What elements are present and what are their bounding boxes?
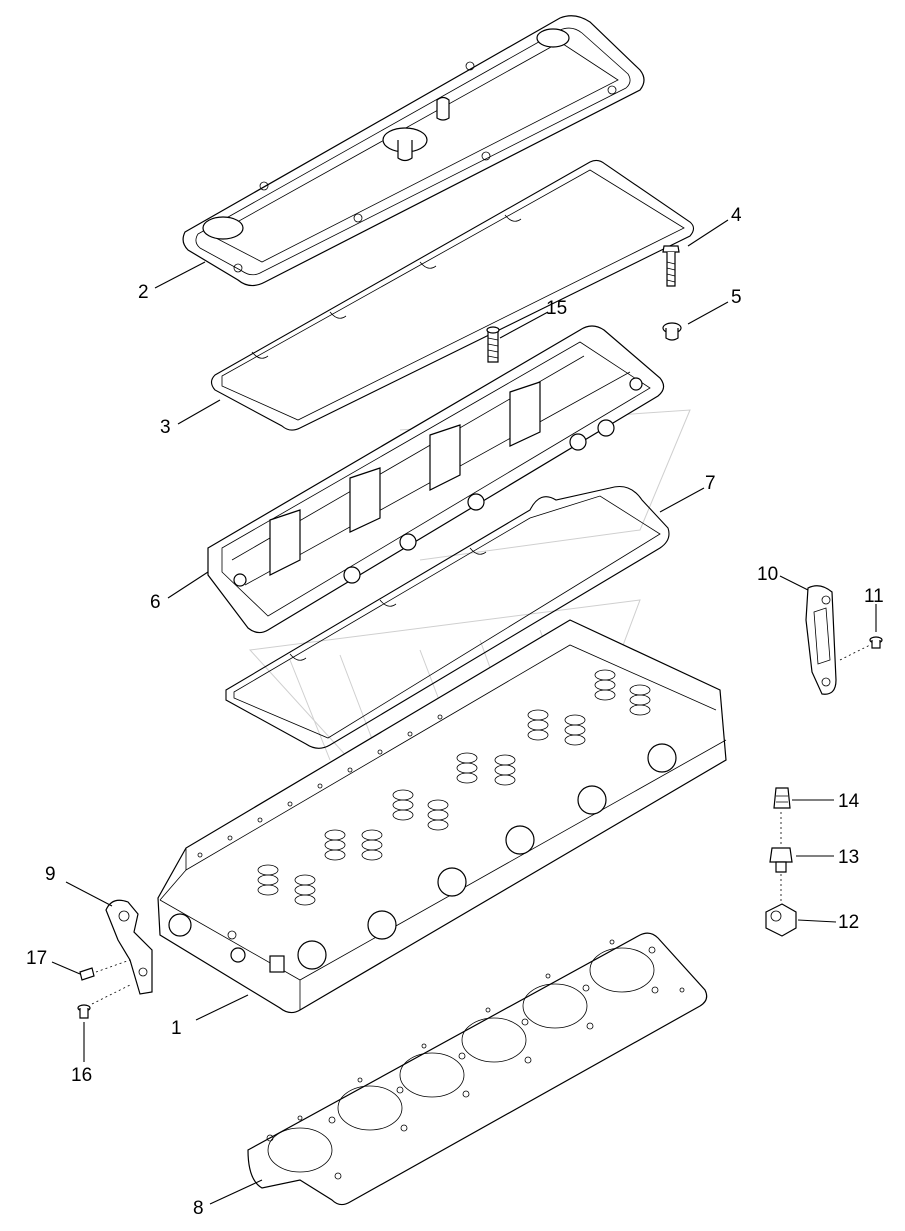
callout-6: 6	[150, 592, 161, 613]
callout-17: 17	[26, 948, 47, 969]
part-13-fitting	[769, 812, 793, 904]
callout-16: 16	[71, 1065, 92, 1086]
callout-2: 2	[138, 282, 149, 303]
callout-7: 7	[705, 473, 716, 494]
part-3-cover-gasket	[210, 159, 695, 431]
part-8-head-gasket	[247, 932, 708, 1206]
part-5-screw	[662, 322, 682, 341]
part-6-rocker-housing	[207, 325, 665, 634]
callout-12: 12	[838, 912, 859, 933]
callout-4: 4	[731, 205, 742, 226]
callout-9: 9	[45, 864, 56, 885]
part-14-fitting	[773, 787, 791, 809]
part-17-screw	[79, 959, 131, 981]
valve-springs	[257, 669, 651, 906]
part-12-nut	[765, 903, 797, 937]
part-15-stud	[486, 326, 500, 363]
part-7-housing-gasket	[225, 485, 670, 749]
callout-leaders	[51, 219, 877, 1205]
callout-15: 15	[546, 298, 567, 319]
callout-10: 10	[757, 564, 778, 585]
head-bolt-holes	[197, 714, 443, 858]
callout-1: 1	[171, 1018, 182, 1039]
callout-13: 13	[838, 847, 859, 868]
part-10-bracket	[805, 585, 837, 695]
part-4-bolt	[662, 245, 680, 287]
part-1-cylinder-head	[157, 619, 727, 1014]
callout-labels: 1 2 3 4 5 6 7 8 9 10 11 12 13 14 15 16 1…	[26, 205, 884, 1219]
part-16-screw	[77, 984, 131, 1019]
callout-11: 11	[864, 586, 884, 607]
callout-14: 14	[838, 791, 860, 812]
part-9-bracket	[105, 899, 153, 995]
part-11-screw	[839, 636, 883, 661]
part-2-valve-cover	[182, 15, 645, 287]
callout-3: 3	[160, 417, 171, 438]
callout-5: 5	[731, 287, 742, 308]
callout-8: 8	[193, 1198, 204, 1219]
